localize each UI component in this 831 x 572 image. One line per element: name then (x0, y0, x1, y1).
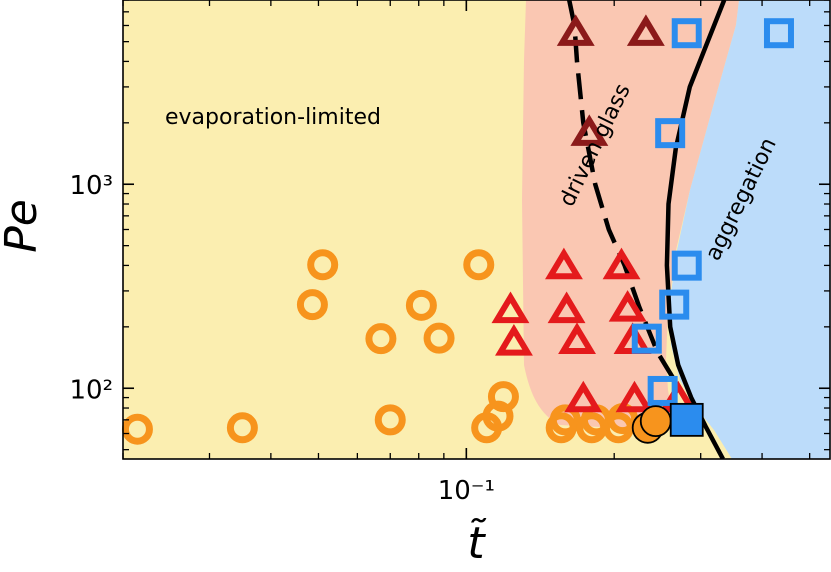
triangle-marker (556, 14, 595, 46)
ring-marker (307, 249, 339, 281)
axes: 10⁻¹ 10² 10³ (69, 0, 830, 506)
triangle-marker (495, 323, 533, 356)
aggregation-region (670, 0, 830, 459)
plot-regions (123, 0, 830, 459)
ring-marker (487, 381, 519, 413)
ring-marker (463, 249, 495, 281)
triangle-marker (547, 291, 586, 324)
data-markers (121, 14, 794, 445)
ring-marker (365, 323, 397, 355)
y-tick-label: 10³ (69, 171, 113, 201)
square-marker (763, 18, 794, 49)
triangle-marker (602, 247, 641, 280)
ring-marker (296, 289, 328, 321)
ring-marker (374, 404, 406, 436)
ring-marker (226, 412, 258, 444)
square-marker (655, 118, 686, 149)
x-axis-title: t̃ (467, 516, 487, 569)
triangle-marker (570, 114, 609, 146)
triangle-marker (626, 14, 665, 46)
triangle-marker (615, 380, 654, 413)
y-tick-label: 10² (69, 375, 113, 405)
square-marker (659, 289, 690, 320)
square-marker (631, 323, 662, 354)
filled-circle-marker (639, 405, 672, 438)
filled-square-marker (669, 402, 704, 437)
triangle-marker (491, 291, 530, 324)
square-marker (671, 250, 702, 281)
evaporation-limited-label: evaporation-limited (165, 105, 381, 130)
ring-marker (549, 404, 581, 436)
triangle-marker (608, 290, 647, 322)
ring-marker (121, 413, 153, 445)
square-marker (671, 18, 702, 49)
x-tick-label: 10⁻¹ (438, 476, 495, 506)
ring-marker (423, 322, 455, 354)
triangle-marker (564, 380, 603, 413)
y-axis-title: Pe (0, 199, 47, 253)
triangle-marker (558, 322, 597, 354)
triangle-marker (545, 247, 583, 280)
square-marker (647, 375, 678, 406)
ring-marker (405, 289, 437, 321)
